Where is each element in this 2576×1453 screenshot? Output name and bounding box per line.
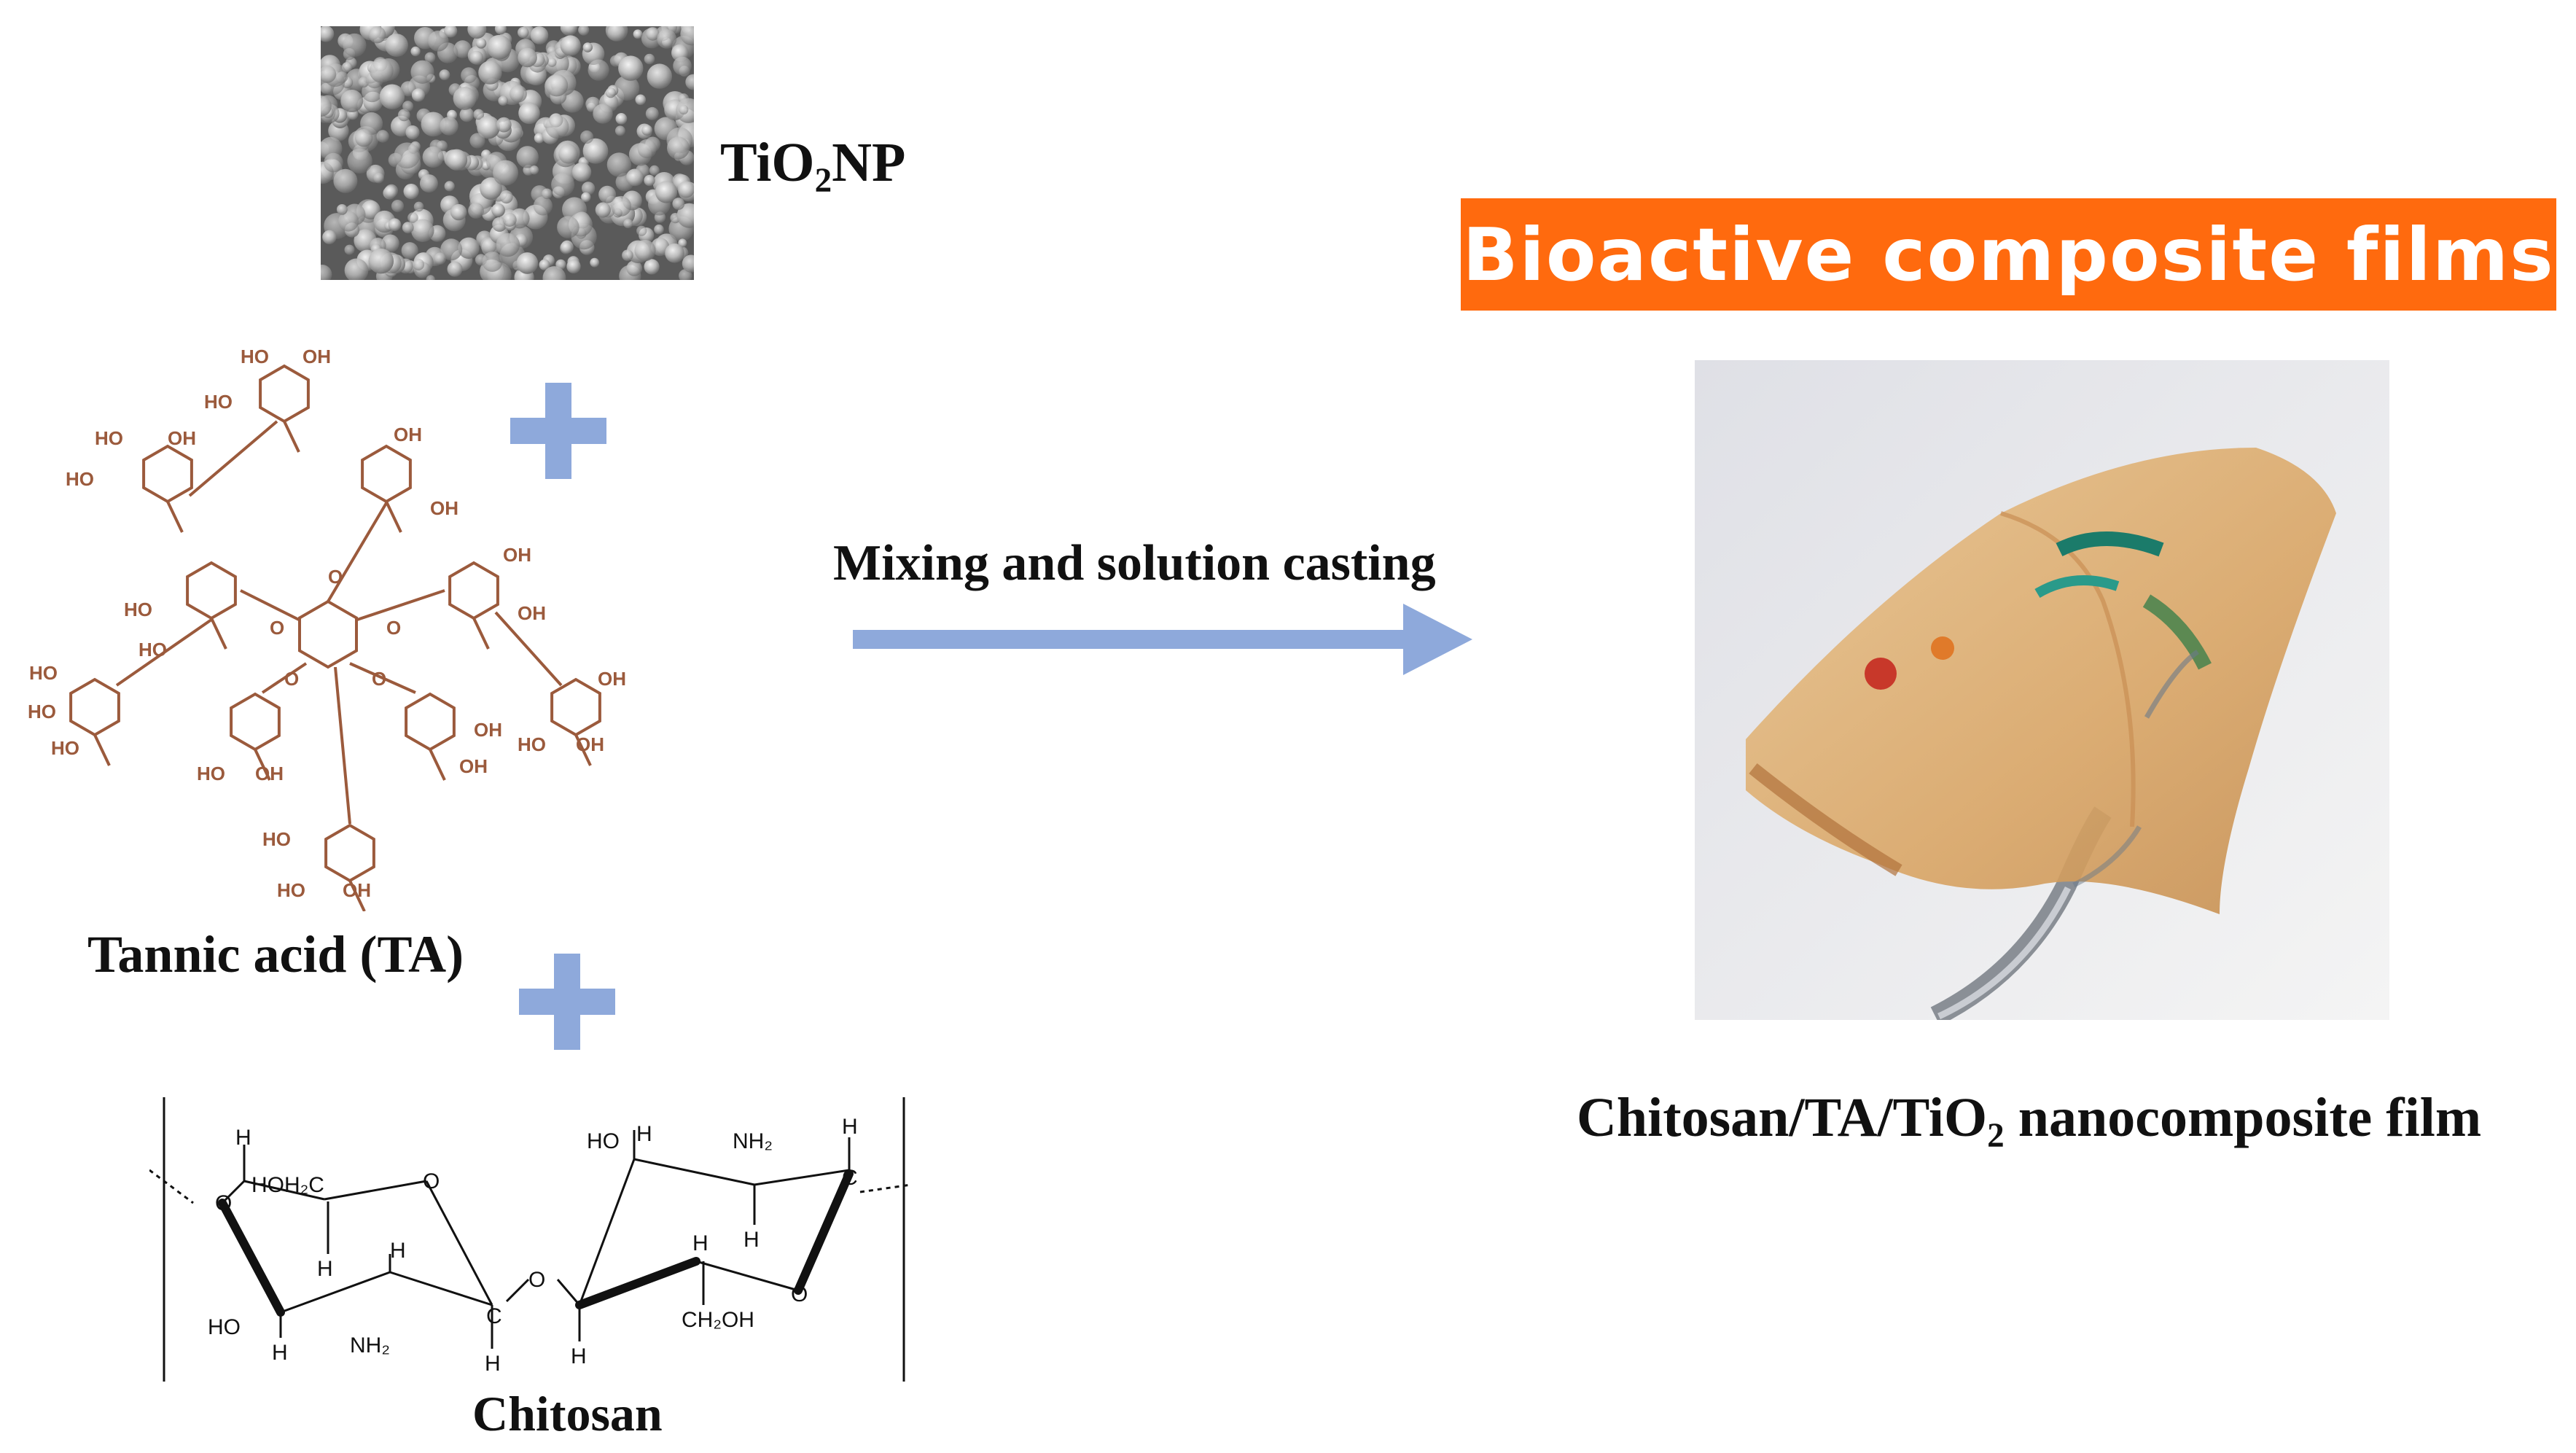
tio2-np-label: TiO2NP [720, 132, 906, 200]
svg-text:O: O [328, 566, 343, 588]
svg-text:OH: OH [303, 346, 331, 367]
svg-text:O: O [270, 617, 284, 639]
svg-text:CH₂OH: CH₂OH [682, 1308, 754, 1332]
svg-text:HO: HO [66, 468, 94, 490]
svg-text:HO: HO [277, 879, 305, 901]
svg-text:NH₂: NH₂ [733, 1129, 773, 1153]
svg-text:H: H [571, 1344, 587, 1368]
svg-text:OH: OH [255, 763, 284, 784]
chitosan-structure: O H HOH₂C O H H HO H NH₂ C H O H HO H NH… [149, 1094, 915, 1385]
svg-text:OH: OH [430, 497, 458, 519]
svg-text:OH: OH [598, 668, 626, 690]
svg-text:C: C [842, 1166, 858, 1190]
svg-text:H: H [692, 1231, 709, 1255]
svg-text:H: H [842, 1115, 858, 1139]
product-title-banner: Bioactive composite films [1461, 198, 2556, 311]
svg-text:H: H [390, 1239, 406, 1263]
svg-text:HO: HO [518, 733, 546, 755]
svg-text:C: C [486, 1304, 502, 1328]
chitosan-label: Chitosan [472, 1386, 663, 1441]
tannic-acid-label: Tannic acid (TA) [87, 925, 464, 983]
svg-text:H: H [272, 1341, 288, 1365]
svg-text:HO: HO [51, 737, 79, 759]
svg-text:H: H [235, 1126, 251, 1150]
svg-text:HO: HO [95, 427, 123, 449]
svg-text:O: O [528, 1268, 545, 1292]
svg-text:HO: HO [208, 1315, 241, 1339]
svg-text:HOH₂C: HOH₂C [251, 1173, 324, 1197]
plus-icon [510, 383, 606, 479]
svg-text:OH: OH [503, 544, 531, 566]
process-label: Mixing and solution casting [833, 535, 1436, 591]
svg-text:HO: HO [28, 701, 56, 722]
svg-text:HO: HO [197, 763, 225, 784]
svg-text:HO: HO [29, 662, 58, 684]
svg-text:O: O [215, 1191, 232, 1215]
svg-text:OH: OH [474, 719, 502, 741]
tio2-sem-image [321, 26, 694, 280]
product-title: Bioactive composite films [1462, 211, 2555, 297]
svg-text:OH: OH [168, 427, 196, 449]
svg-text:O: O [386, 617, 401, 639]
svg-text:OH: OH [576, 733, 604, 755]
arrow-right-icon [853, 604, 1472, 677]
svg-text:O: O [372, 668, 386, 690]
svg-text:HO: HO [241, 346, 269, 367]
svg-text:H: H [743, 1228, 760, 1252]
film-caption: Chitosan/TA/TiO2 nanocomposite film [1577, 1087, 2482, 1156]
svg-text:O: O [791, 1282, 808, 1306]
film-photo [1695, 360, 2389, 1020]
svg-text:HO: HO [262, 828, 291, 850]
svg-text:O: O [423, 1169, 440, 1193]
svg-text:OH: OH [459, 755, 488, 777]
plus-icon [519, 954, 615, 1050]
svg-text:HO: HO [587, 1129, 620, 1153]
svg-text:O: O [284, 668, 299, 690]
svg-text:OH: OH [394, 424, 422, 445]
svg-text:H: H [485, 1352, 501, 1376]
svg-text:OH: OH [343, 879, 371, 901]
svg-text:OH: OH [518, 602, 546, 624]
svg-text:HO: HO [138, 639, 167, 661]
svg-text:HO: HO [124, 599, 152, 620]
svg-text:HO: HO [204, 391, 233, 413]
svg-text:NH₂: NH₂ [350, 1333, 390, 1357]
svg-text:H: H [636, 1122, 652, 1146]
svg-text:H: H [317, 1257, 333, 1281]
